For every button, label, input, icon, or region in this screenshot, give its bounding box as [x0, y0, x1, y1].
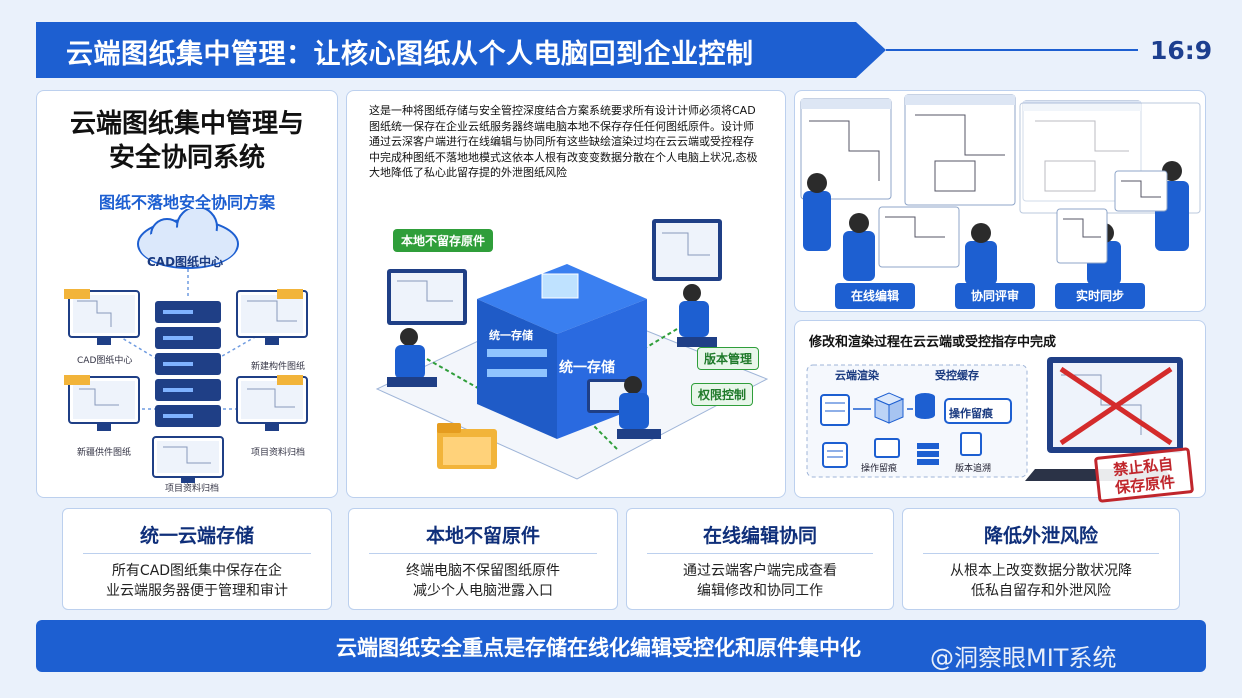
watermark: @洞察眼MIT系统	[930, 644, 1117, 672]
monitor-caption-4: 项目资料归档	[251, 448, 306, 458]
workstation-right	[652, 219, 722, 347]
database-icon	[915, 393, 935, 419]
monitor-icon-1	[64, 289, 140, 345]
card-divider	[369, 553, 597, 554]
aspect-ratio-label: 16:9	[1150, 36, 1213, 65]
card-title: 统一云端存储	[139, 525, 254, 547]
middle-description: 这是一种将图纸存储与安全管控深度结合方案系统要求所有设计计师必须将CAD图纸统一…	[369, 104, 758, 179]
server-main-label: 统一存储	[559, 360, 615, 376]
card-unified-storage: 统一云端存储 所有CAD图纸集中保存在企 业云端服务器便于管理和审计	[62, 508, 332, 610]
left-title-line1: 云端图纸集中管理与	[69, 109, 304, 139]
card-line2: 业云端服务器便于管理和审计	[106, 583, 288, 599]
monitor-caption-2: 新建构件图纸	[251, 362, 306, 372]
card-online-edit: 在线编辑协同 通过云端客户端完成查看 编辑修改和协同工作	[626, 508, 894, 610]
collab-review-button: 协同评审	[955, 283, 1035, 309]
card-line1: 通过云端客户端完成查看	[683, 563, 837, 579]
flow-controlled-cache: 受控缓存	[935, 369, 979, 382]
server-small-label: 统一存储	[489, 329, 533, 342]
render-flow-diagram	[806, 357, 1183, 481]
tag-permission-control: 权限控制	[691, 383, 754, 406]
card-body: 从根本上改变数据分散状况降 低私自留存和外泄风险	[903, 561, 1179, 601]
card-divider	[83, 553, 311, 554]
header-rule	[886, 49, 1138, 51]
card-title: 本地不留原件	[425, 525, 540, 547]
workstation-bottom	[587, 376, 661, 439]
blocked-monitor-icon	[1025, 357, 1183, 481]
monitor-icon-2	[236, 289, 308, 345]
card-divider	[923, 553, 1159, 554]
op-log-small-label: 操作留痕	[861, 464, 898, 474]
monitor-icon-3	[64, 375, 140, 431]
card-line1: 终端电脑不保留图纸原件	[406, 563, 560, 579]
right-top-panel: 在线编辑 协同评审 实时同步	[794, 90, 1206, 312]
folder-small-icon	[874, 438, 900, 458]
online-edit-button: 在线编辑	[835, 283, 915, 309]
cloud-label: CAD图纸中心	[147, 255, 224, 269]
card-line2: 低私自留存和外泄风险	[971, 583, 1111, 599]
middle-panel: 这是一种将图纸存储与安全管控深度结合方案系统要求所有设计计师必须将CAD图纸统一…	[346, 90, 786, 498]
page-title: 云端图纸集中管理：让核心图纸从个人电脑回到企业控制	[66, 39, 754, 70]
workstation-left	[387, 269, 467, 387]
cube-icon	[873, 392, 905, 424]
card-line2: 编辑修改和协同工作	[697, 583, 823, 599]
card-body: 所有CAD图纸集中保存在企 业云端服务器便于管理和审计	[63, 561, 331, 601]
monitor-caption-5: 项目资料归档	[165, 484, 220, 494]
card-line1: 从根本上改变数据分散状况降	[950, 563, 1132, 579]
tag-local-no-original: 本地不留存原件	[393, 229, 494, 252]
cad-screen-2	[904, 94, 1016, 206]
cad-screen-6	[1056, 208, 1108, 264]
tag-version-management: 版本管理	[697, 347, 760, 370]
right-bottom-caption: 修改和渲染过程在云云端或受控指存中完成	[809, 335, 1057, 350]
card-reduce-leak: 降低外泄风险 从根本上改变数据分散状况降 低私自留存和外泄风险	[902, 508, 1180, 610]
storage-server-icon	[477, 264, 647, 439]
monitor-caption-3: 新疆供件图纸	[77, 448, 132, 458]
tablet-icon	[1114, 170, 1168, 212]
header-banner: 云端图纸集中管理：让核心图纸从个人电脑回到企业控制	[36, 22, 886, 78]
monitor-icon-4	[236, 375, 308, 431]
card-line2: 减少个人电脑泄露入口	[413, 583, 553, 599]
folder-icon	[437, 423, 497, 469]
monitor-icon-5	[152, 436, 224, 483]
card-no-local-original: 本地不留原件 终端电脑不保留图纸原件 减少个人电脑泄露入口	[348, 508, 618, 610]
stack-icon	[917, 443, 939, 465]
cloud-icon	[137, 209, 239, 269]
cad-center-diagram	[64, 209, 308, 483]
server-icon-small	[820, 394, 850, 426]
monitor-caption-1: CAD图纸中心	[77, 356, 133, 366]
server-stack-icon	[155, 301, 221, 427]
left-panel: 云端图纸集中管理与 安全协同系统 图纸不落地安全协同方案	[36, 90, 338, 498]
card-body: 通过云端客户端完成查看 编辑修改和协同工作	[627, 561, 893, 601]
footer-banner: 云端图纸安全重点是存储在线化编辑受控化和原件集中化	[36, 620, 1206, 672]
cad-screen-1	[800, 98, 892, 200]
doc-trace-icon	[960, 432, 982, 456]
op-log-label: 操作留痕	[949, 407, 993, 420]
card-line1: 所有CAD图纸集中保存在企	[111, 563, 283, 579]
card-body: 终端电脑不保留图纸原件 减少个人电脑泄露入口	[349, 561, 617, 601]
card-title: 降低外泄风险	[983, 525, 1098, 547]
cad-screen-5	[878, 206, 960, 268]
realtime-sync-button: 实时同步	[1055, 283, 1145, 309]
card-divider	[647, 553, 873, 554]
unified-storage-illustration	[375, 219, 769, 480]
left-title-line2: 安全协同系统	[108, 143, 265, 173]
footer-summary: 云端图纸安全重点是存储在线化编辑受控化和原件集中化	[336, 636, 861, 660]
doc-icon	[822, 442, 848, 468]
collaboration-illustration	[800, 94, 1201, 285]
card-title: 在线编辑协同	[702, 525, 817, 547]
header-banner-shape	[36, 22, 886, 78]
left-subtitle: 图纸不落地安全协同方案	[98, 193, 275, 212]
flow-cloud-render: 云端渲染	[835, 369, 879, 382]
version-trace-label: 版本追溯	[955, 464, 992, 474]
